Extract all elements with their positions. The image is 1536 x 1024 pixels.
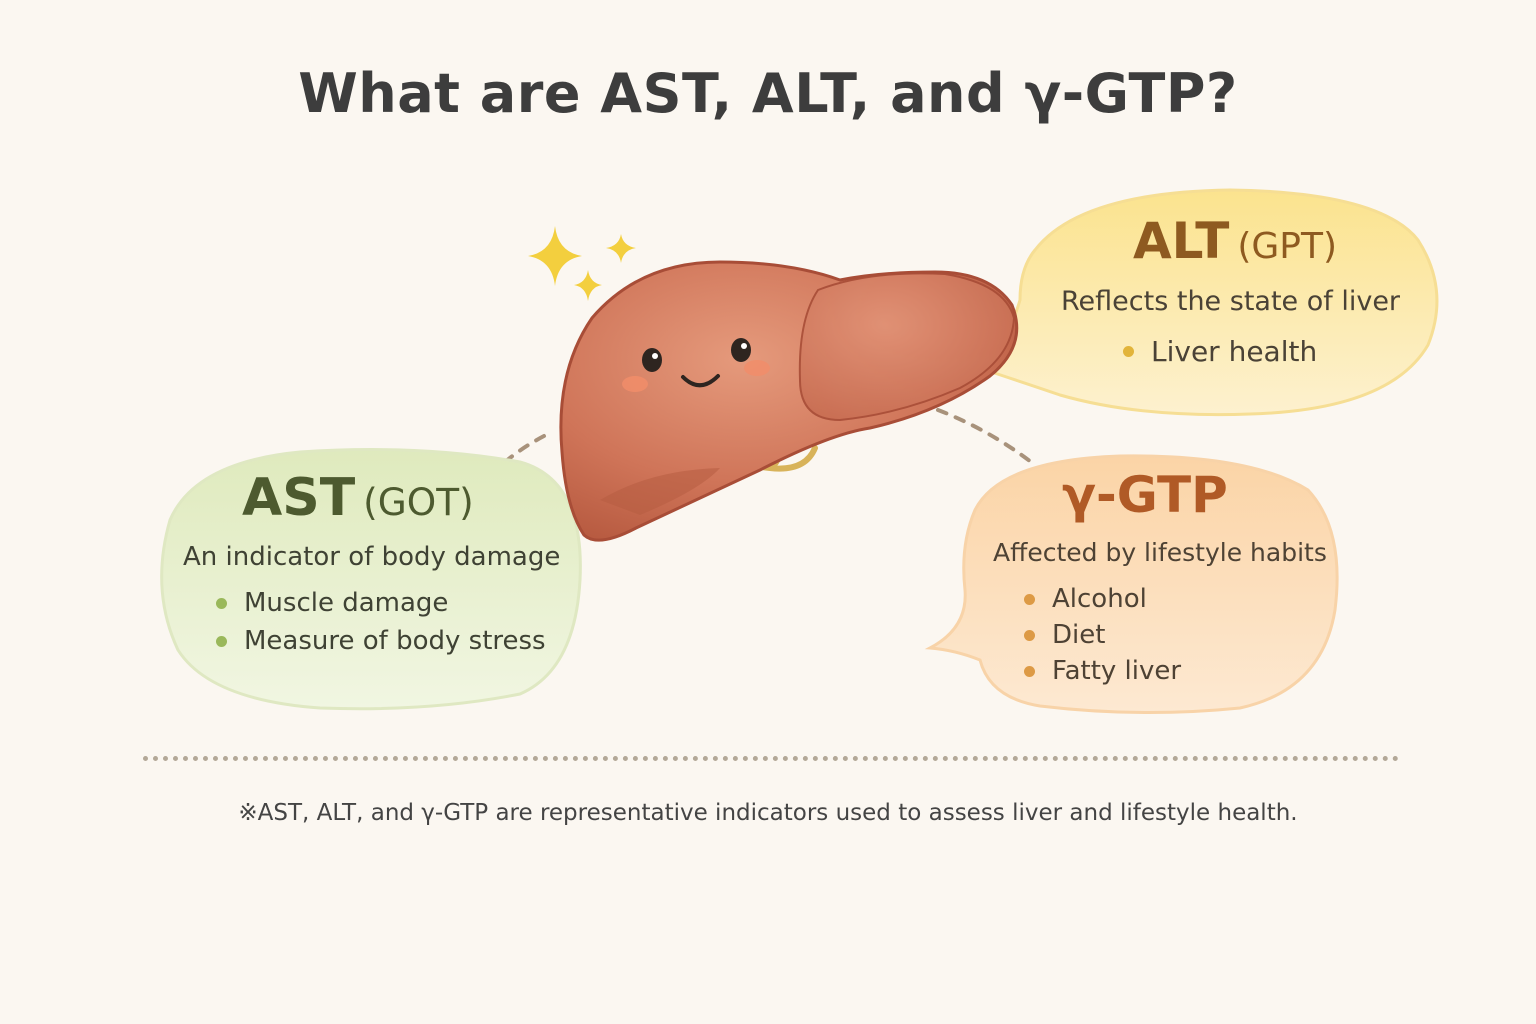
bullet-dot-icon	[1024, 629, 1035, 641]
gtp-panel: γ-GTP Affected by lifestyle habits Alcoh…	[990, 466, 1330, 689]
ast-bubble	[160, 448, 582, 711]
dotted-divider	[143, 756, 1399, 761]
gtp-heading: γ-GTP	[1062, 466, 1228, 524]
list-item: Muscle damage	[216, 584, 580, 622]
ast-name: AST	[242, 468, 356, 528]
alt-name: ALT	[1132, 212, 1230, 270]
gtp-connector	[936, 408, 1037, 467]
bullet-dot-icon	[1123, 346, 1134, 357]
ast-alias: (GOT)	[363, 480, 474, 524]
gtp-description: Affected by lifestyle habits	[993, 538, 1327, 567]
ast-connector	[503, 430, 554, 464]
bullet-dot-icon	[216, 635, 227, 647]
gtp-bubble	[924, 454, 1339, 715]
gtp-bullets: Alcohol Diet Fatty liver	[1024, 581, 1330, 689]
alt-description: Reflects the state of liver	[1061, 286, 1401, 317]
ast-description: An indicator of body damage	[183, 542, 561, 572]
list-item: Fatty liver	[1024, 653, 1330, 689]
ast-heading: AST(GOT)	[242, 468, 580, 528]
page-title: What are AST, ALT, and γ-GTP?	[298, 62, 1238, 125]
ast-panel: AST(GOT) An indicator of body damage Mus…	[180, 468, 580, 660]
list-item: Diet	[1024, 617, 1330, 653]
bullet-dot-icon	[1024, 593, 1035, 605]
list-item: Alcohol	[1024, 581, 1330, 617]
footnote: ※AST, ALT, and γ-GTP are representative …	[238, 800, 1298, 826]
bullet-dot-icon	[1024, 665, 1035, 677]
sparkle-icon	[528, 226, 636, 301]
list-item: Liver health	[1123, 335, 1430, 368]
ast-bullets: Muscle damage Measure of body stress	[216, 584, 580, 660]
alt-alias: (GPT)	[1237, 226, 1338, 267]
bullet-dot-icon	[216, 597, 227, 609]
alt-panel: ALT(GPT) Reflects the state of liver Liv…	[1030, 212, 1430, 368]
list-item: Measure of body stress	[216, 622, 580, 660]
liver-mascot-icon	[559, 260, 1019, 542]
alt-bullets: Liver health	[1123, 335, 1430, 368]
alt-heading: ALT(GPT)	[1040, 212, 1430, 270]
